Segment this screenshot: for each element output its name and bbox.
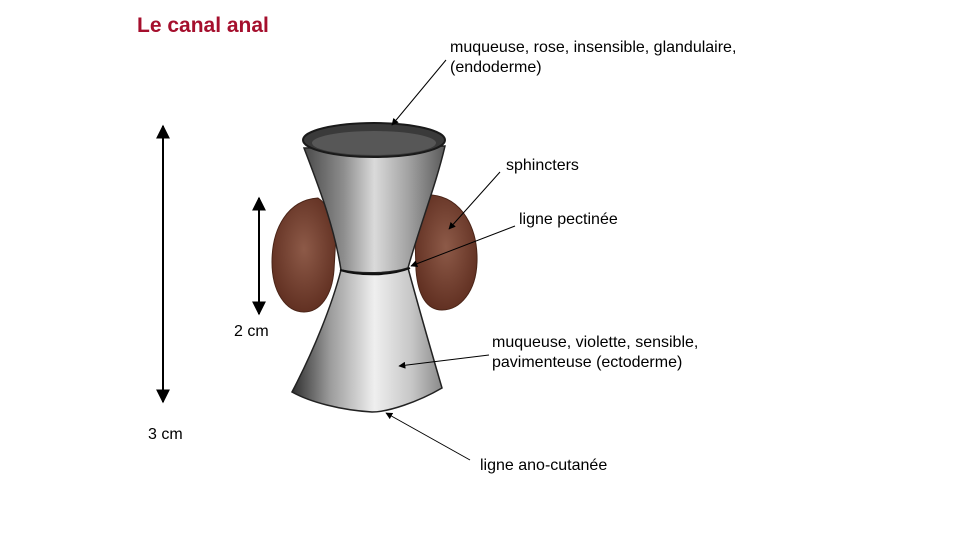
leader-sphincters xyxy=(448,171,501,230)
label-sphincters: sphincters xyxy=(506,157,579,174)
label-lower-mucosa-line2: pavimenteuse (ectoderme) xyxy=(492,354,683,371)
upper-canal xyxy=(302,145,446,274)
leader-upper-mucosa xyxy=(391,59,447,126)
slide-title: Le canal anal xyxy=(137,14,269,37)
label-anocutaneous-line: ligne ano-cutanée xyxy=(480,457,608,474)
label-lower-mucosa: muqueuse, violette, sensible, pavimenteu… xyxy=(492,333,698,373)
left-sphincter xyxy=(271,197,337,313)
pectinate-line-drawing xyxy=(339,267,411,276)
leader-lower-mucosa xyxy=(398,354,490,369)
label-2cm: 2 cm xyxy=(234,323,269,340)
label-lower-mucosa-line1: muqueuse, violette, sensible, xyxy=(492,334,699,351)
label-3cm: 3 cm xyxy=(148,426,183,443)
label-upper-mucosa-line2: (endoderme) xyxy=(450,59,542,76)
label-pectinate-line: ligne pectinée xyxy=(519,211,618,228)
leader-anocutaneous xyxy=(385,412,471,461)
leader-pectinate xyxy=(410,225,516,268)
label-upper-mucosa-line1: muqueuse, rose, insensible, glandulaire, xyxy=(450,39,737,56)
label-upper-mucosa: muqueuse, rose, insensible, glandulaire,… xyxy=(450,38,736,78)
